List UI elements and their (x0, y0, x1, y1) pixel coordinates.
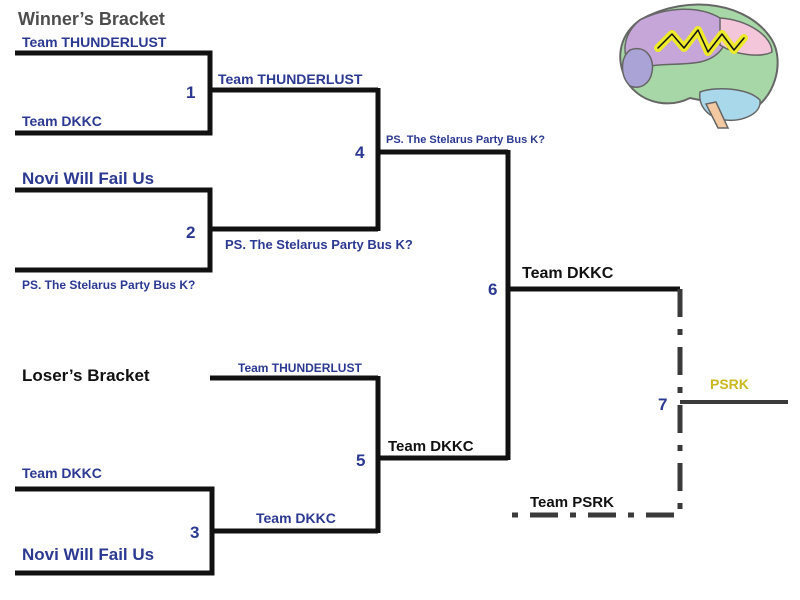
match1-bracket (15, 50, 213, 136)
match5-winner: Team DKKC (388, 438, 474, 455)
match2-winner: PS. The Stelarus Party Bus K? (225, 237, 413, 252)
match1-winner: Team THUNDERLUST (218, 71, 363, 87)
brain-icon (619, 3, 779, 129)
match4-winner: PS. The Stelarus Party Bus K? (386, 134, 545, 146)
match2-team-bottom: PS. The Stelarus Party Bus K? (22, 278, 195, 292)
match7-dashed-bracket (505, 289, 683, 518)
match7-winner: PSRK (710, 376, 749, 392)
match1-number: 1 (186, 83, 195, 102)
match5-team-top: Team THUNDERLUST (238, 361, 362, 375)
winners-bracket-heading: Winner’s Bracket (18, 9, 165, 29)
match5-number: 5 (356, 451, 365, 470)
match1-team-bottom: Team DKKC (22, 113, 102, 129)
match2-bracket (15, 187, 213, 273)
losers-bracket-heading: Loser’s Bracket (22, 366, 150, 385)
match4-number: 4 (355, 143, 365, 162)
match2-team-top: Novi Will Fail Us (22, 169, 154, 188)
match7-challenger: Team PSRK (530, 494, 614, 511)
match3-team-top: Team DKKC (22, 465, 102, 481)
match7-number: 7 (658, 395, 667, 414)
match1-team-top: Team THUNDERLUST (22, 34, 167, 50)
match3-winner: Team DKKC (256, 510, 336, 526)
match3-number: 3 (190, 523, 199, 542)
match2-number: 2 (186, 223, 195, 242)
match6-winner: Team DKKC (522, 265, 614, 282)
match3-team-bottom: Novi Will Fail Us (22, 545, 154, 564)
match6-number: 6 (488, 280, 497, 299)
